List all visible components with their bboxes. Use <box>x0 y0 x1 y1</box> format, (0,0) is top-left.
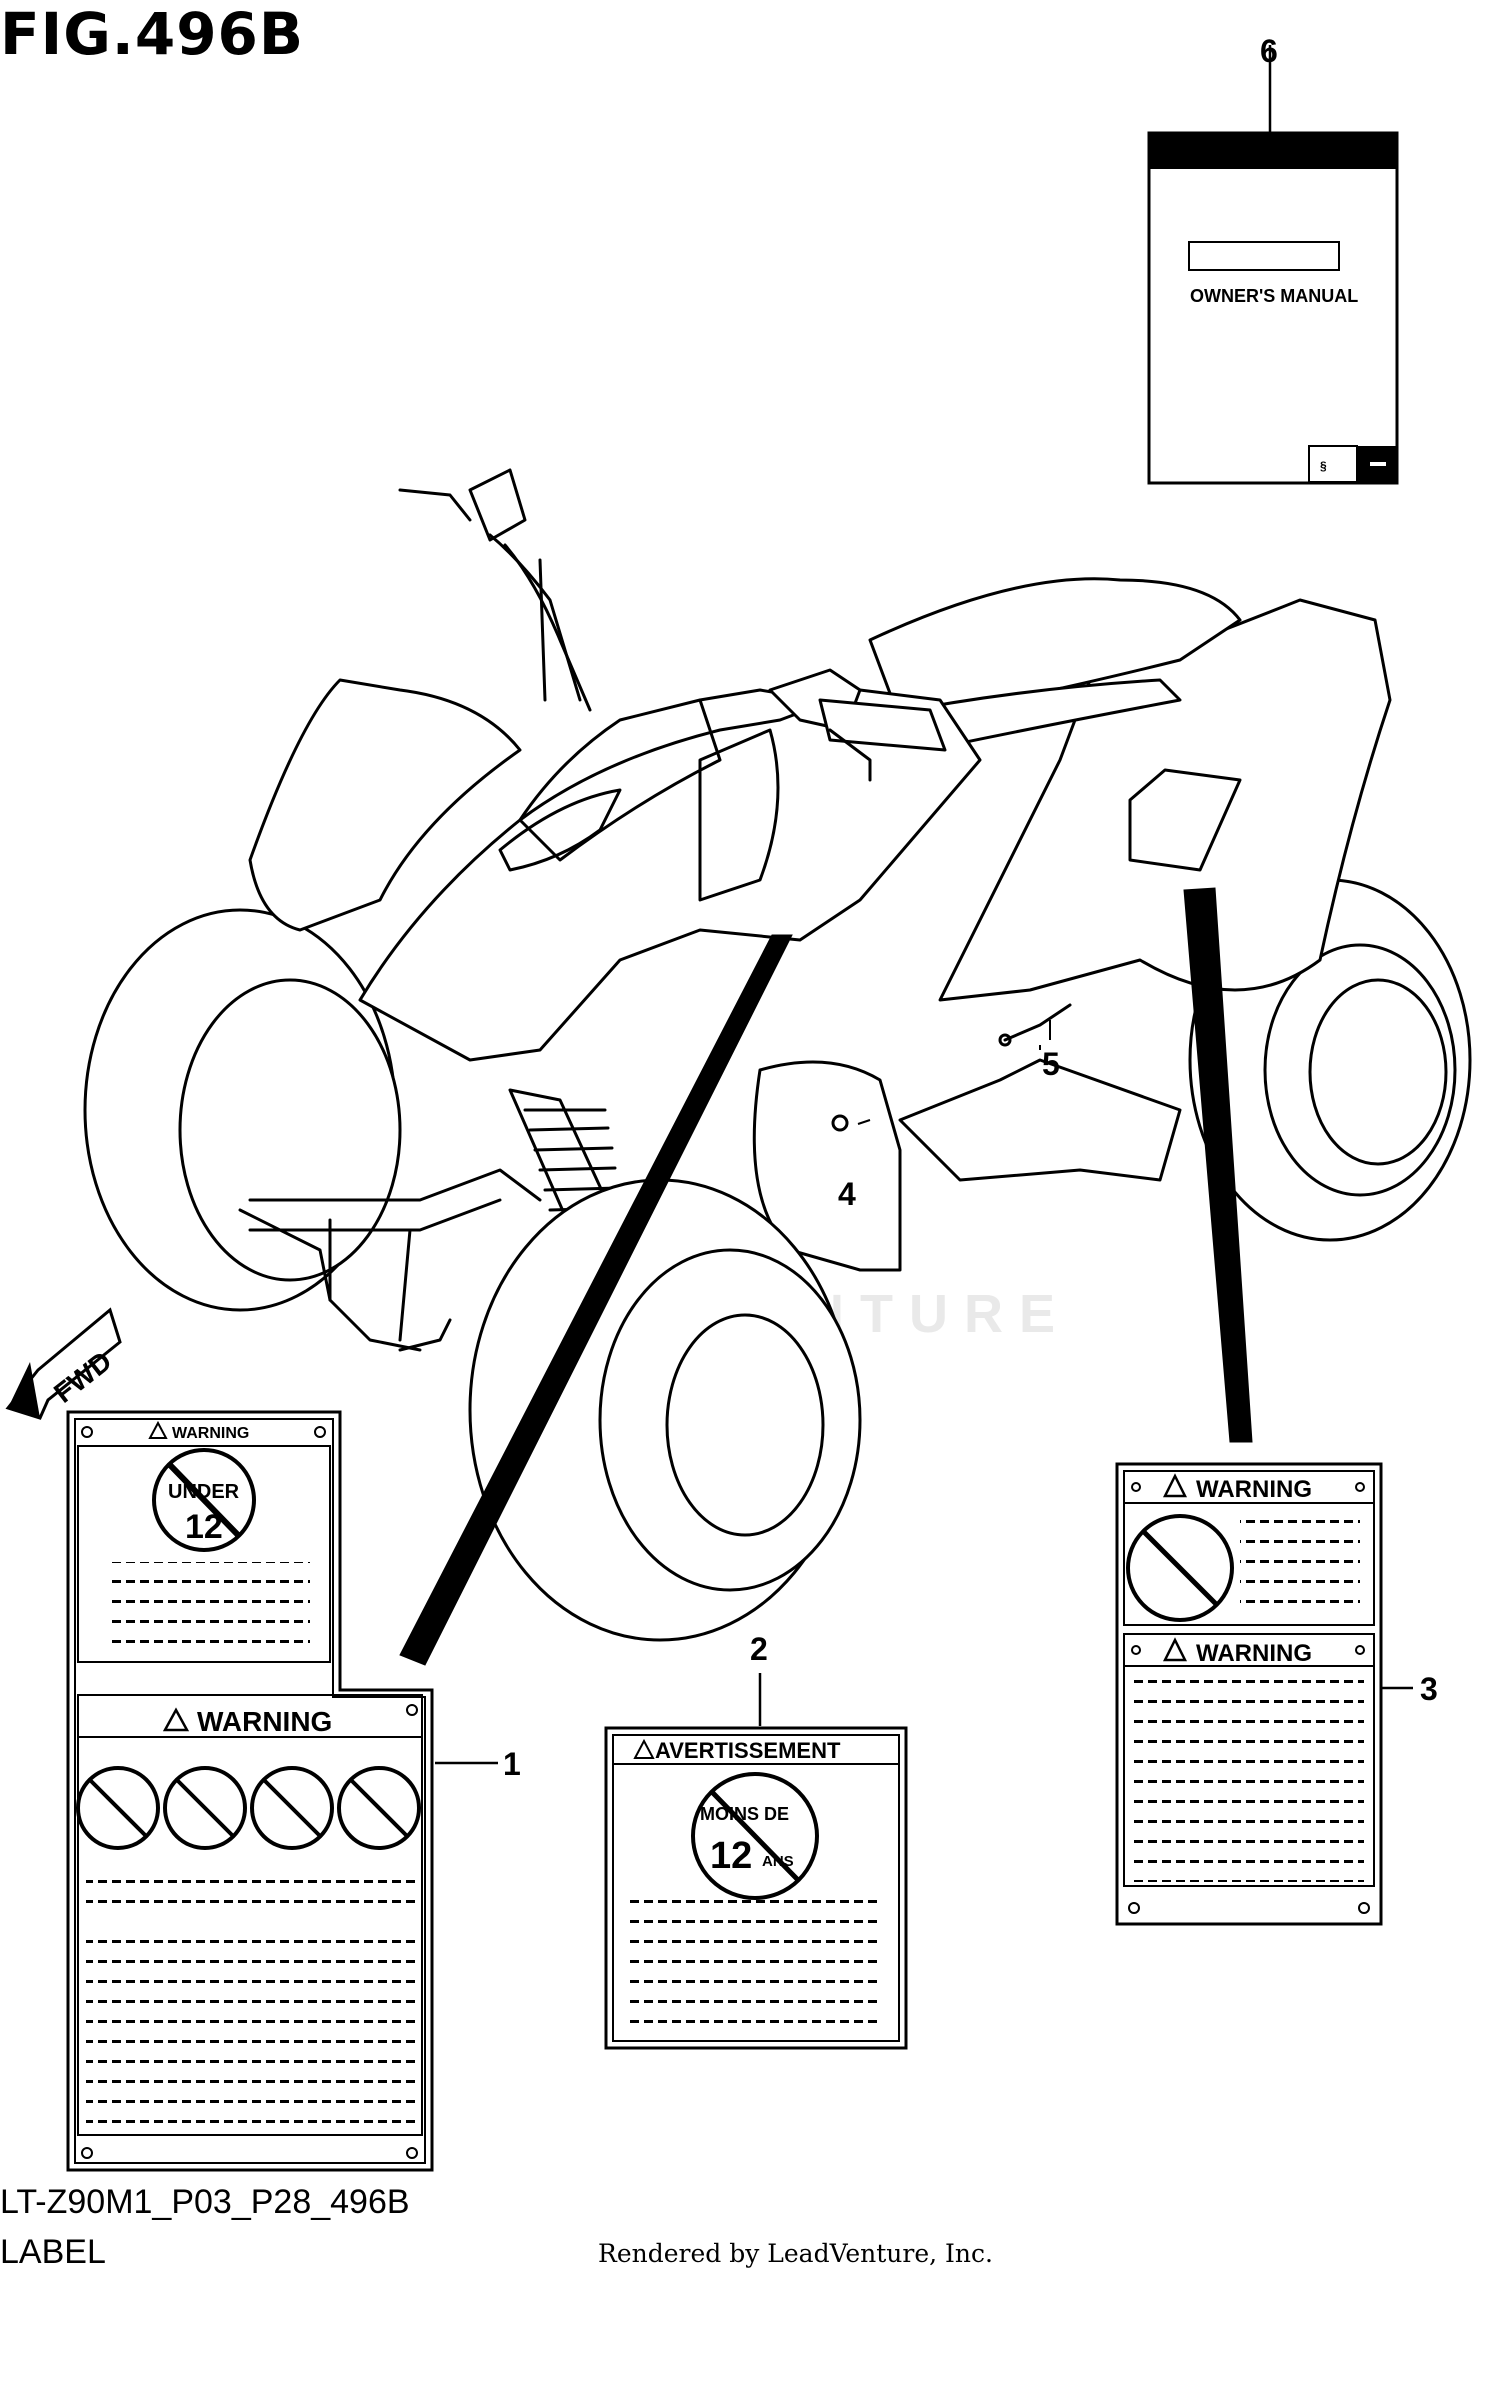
label-2-heading: AVERTISSEMENT <box>655 1738 841 1763</box>
owners-manual-book: OWNER'S MANUAL § <box>1147 131 1399 485</box>
rendered-by-text: Rendered by LeadVenture, Inc. <box>598 2239 993 2268</box>
callout-2: 2 <box>750 1631 768 1667</box>
leader-lines <box>399 45 1413 1765</box>
atv-illustration <box>83 468 1472 1642</box>
label-3-bottom-heading: WARNING <box>1196 1640 1312 1667</box>
figure-title: FIG.496B <box>0 0 305 68</box>
label-2-age-text: 12 <box>710 1835 752 1877</box>
label-2: AVERTISSEMENT MOINS DE 12 ANS <box>604 1726 908 2050</box>
label-1-top-heading: WARNING <box>172 1425 249 1442</box>
callout-4: 4 <box>838 1176 856 1212</box>
fwd-direction-arrow: FWD <box>5 1307 122 1420</box>
callout-6: 6 <box>1260 33 1278 69</box>
manual-title: OWNER'S MANUAL <box>1190 286 1358 306</box>
callout-5: 5 <box>1042 1046 1060 1082</box>
label-3: WARNING WARNING <box>1115 1462 1383 1926</box>
label-2-moins-text: MOINS DE <box>700 1804 789 1824</box>
label-1: WARNING UNDER 12 WARNING <box>66 1410 434 2172</box>
label-3-top-heading: WARNING <box>1196 1476 1312 1503</box>
label-1-under-text: UNDER <box>168 1481 240 1503</box>
callout-1: 1 <box>503 1746 521 1782</box>
callouts: 6 5 4 1 2 3 <box>503 33 1438 1782</box>
diagram-name: LABEL <box>0 2233 106 2271</box>
label-1-bottom-heading: WARNING <box>197 1706 332 1737</box>
callout-3: 3 <box>1420 1671 1438 1707</box>
manual-logo-icon: § <box>1320 459 1327 473</box>
diagram-code: LT-Z90M1_P03_P28_496B <box>0 2183 410 2221</box>
